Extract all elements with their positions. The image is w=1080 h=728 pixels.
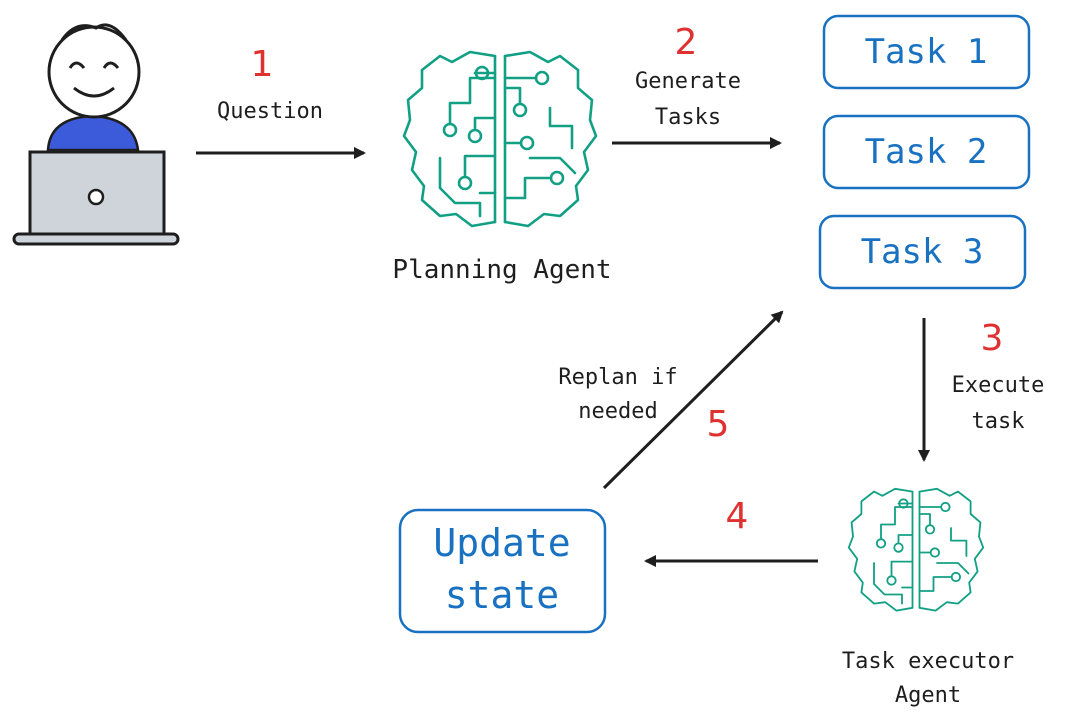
task-1-box: Task 1: [822, 14, 1031, 90]
step-4-number: 4: [726, 496, 749, 537]
planning-agent-label: Planning Agent: [392, 255, 611, 285]
task-1-label: Task 1: [865, 32, 988, 72]
step-2-number: 2: [675, 22, 698, 63]
generate-label-line1: Generate: [635, 69, 741, 94]
arrow-replan: [602, 310, 784, 490]
task-2-label: Task 2: [865, 132, 988, 172]
planning-agent-brain-icon: [402, 50, 598, 228]
task-2-box: Task 2: [822, 114, 1031, 190]
task-3-box: Task 3: [818, 214, 1027, 290]
execute-label-line2: task: [972, 409, 1025, 434]
step-1-number: 1: [251, 44, 274, 85]
user-icon: [46, 23, 141, 152]
executor-label-line1: Task executor: [842, 649, 1014, 674]
step-3-number: 3: [981, 318, 1004, 359]
step-5-number: 5: [707, 404, 730, 445]
update-state-line1: Update: [433, 521, 570, 565]
update-state-line2: state: [445, 573, 559, 617]
update-state-box: Update state: [398, 508, 607, 634]
task-3-label: Task 3: [861, 232, 984, 272]
executor-agent-brain-icon: [847, 487, 985, 612]
replan-label-line1: Replan if: [558, 365, 677, 390]
generate-label-line2: Tasks: [655, 105, 721, 130]
execute-label-line1: Execute: [952, 373, 1045, 398]
laptop-icon: [12, 150, 180, 246]
replan-label-line2: needed: [578, 399, 657, 424]
question-label: Question: [217, 99, 323, 124]
executor-label-line2: Agent: [895, 683, 961, 708]
